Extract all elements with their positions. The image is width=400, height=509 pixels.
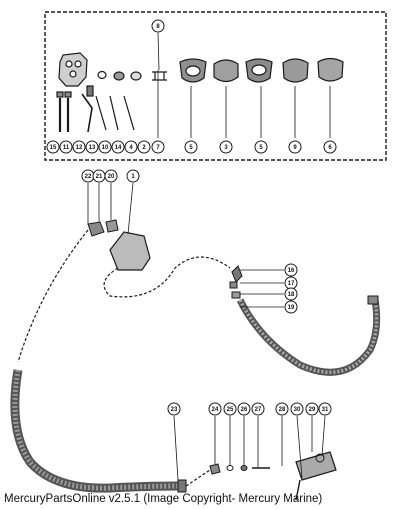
main-callout-15: 30 (290, 402, 304, 416)
kit-callout-label: 6 (328, 145, 332, 151)
kit-callout-15: 6 (323, 140, 337, 154)
main-callout-label: 31 (322, 407, 329, 413)
main-callout-4: 1 (126, 169, 140, 183)
main-callout-17: 31 (318, 402, 332, 416)
washer-part (130, 71, 142, 81)
main-callout-label: 18 (288, 292, 295, 298)
main-callout-label: 1 (131, 174, 135, 180)
main-callout-label: 17 (288, 281, 295, 287)
kit-callout-label: 11 (63, 145, 70, 151)
main-callout-label: 19 (288, 305, 295, 311)
pump-cover-part (58, 52, 88, 87)
kit-callout-4: 12 (72, 140, 86, 154)
kit-callout-label: 12 (76, 145, 83, 151)
main-callout-14: 28 (275, 402, 289, 416)
main-callout-label: 28 (279, 407, 286, 413)
main-callout-2: 21 (92, 169, 106, 183)
kit-callout-14: 9 (288, 140, 302, 154)
fuel-pump-body (109, 231, 151, 271)
main-callout-label: 25 (227, 407, 234, 413)
kit-callout-label: 5 (189, 145, 193, 151)
main-callout-9: 23 (167, 402, 181, 416)
main-callout-8: 19 (284, 300, 298, 314)
main-callout-label: 24 (212, 407, 219, 413)
kit-callout-11: 5 (184, 140, 198, 154)
fuel-hose (10, 369, 179, 493)
main-callout-7: 18 (284, 287, 298, 301)
main-callout-label: 26 (241, 407, 248, 413)
check-valve-part (152, 71, 167, 81)
diaphragm-part (282, 58, 309, 83)
main-callout-10: 24 (208, 402, 222, 416)
main-callout-16: 29 (305, 402, 319, 416)
kit-frame (44, 11, 387, 161)
washer-part (97, 70, 107, 80)
main-callout-label: 21 (96, 174, 103, 180)
main-callout-label: 23 (171, 407, 178, 413)
kit-parts (56, 52, 344, 133)
main-callout-label: 27 (255, 407, 262, 413)
kit-callout-label: 3 (224, 145, 228, 151)
kit-callout-label: 8 (156, 24, 160, 30)
kit-callout-10: 7 (151, 140, 165, 154)
kit-callout-label: 10 (102, 145, 109, 151)
main-assembly (10, 219, 381, 501)
kit-callout-13: 5 (254, 140, 268, 154)
kit-callout-label: 7 (156, 145, 160, 151)
fuel-hose (236, 298, 381, 376)
kit-callout-12: 3 (219, 140, 233, 154)
kit-callout-3: 11 (59, 140, 73, 154)
kit-callout-label: 13 (89, 145, 96, 151)
kit-callout-7: 14 (111, 140, 125, 154)
washer-part (113, 71, 125, 81)
main-callout-label: 20 (108, 174, 115, 180)
kit-callout-8: 4 (124, 140, 138, 154)
main-callout-label: 16 (288, 268, 295, 274)
diaphragm-part (317, 57, 344, 82)
main-callout-3: 20 (104, 169, 118, 183)
main-callout-label: 22 (85, 174, 92, 180)
kit-callout-label: 2 (142, 145, 146, 151)
kit-callout-label: 4 (129, 145, 133, 151)
image-caption: MercuryPartsOnline v2.5.1 (Image Copyrig… (4, 493, 323, 505)
main-callout-label: 29 (309, 407, 316, 413)
kit-callout-9: 2 (137, 140, 151, 154)
kit-callout-1: 8 (151, 19, 165, 33)
kit-callout-5: 13 (85, 140, 99, 154)
main-callout-6: 17 (284, 276, 298, 290)
main-callout-13: 27 (251, 402, 265, 416)
kit-callout-label: 5 (259, 145, 263, 151)
fuel-connector (295, 451, 337, 481)
main-callout-label: 30 (294, 407, 301, 413)
diaphragm-part (213, 59, 239, 83)
kit-callout-label: 15 (50, 145, 57, 151)
kit-callout-6: 10 (98, 140, 112, 154)
main-callout-5: 16 (284, 263, 298, 277)
main-callout-11: 25 (223, 402, 237, 416)
kit-callout-label: 9 (293, 145, 297, 151)
main-callout-1: 22 (81, 169, 95, 183)
main-callout-12: 26 (237, 402, 251, 416)
kit-callout-label: 14 (115, 145, 122, 151)
kit-callout-2: 15 (46, 140, 60, 154)
